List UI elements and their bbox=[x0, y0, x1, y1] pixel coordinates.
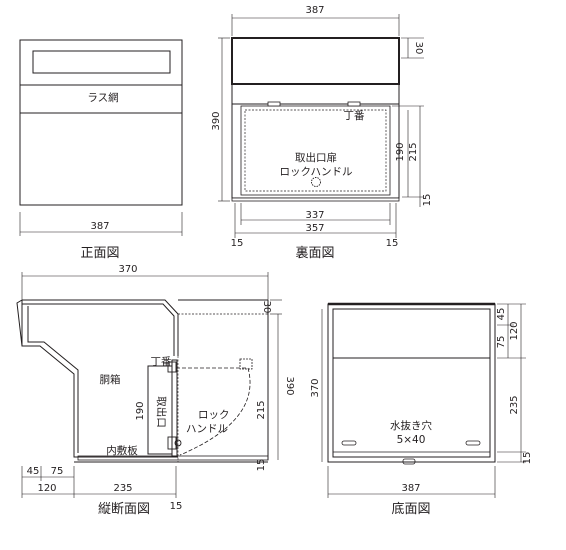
back-dim-215: 215 bbox=[408, 142, 419, 161]
section-door-label: 取出口 bbox=[155, 396, 168, 428]
section-dim-190: 190 bbox=[135, 401, 146, 420]
section-dim-370: 370 bbox=[118, 264, 137, 275]
back-dim-390: 390 bbox=[211, 111, 222, 130]
bottom-view: 水抜き穴 5×40 370 387 75 45 120 235 15 底面図 bbox=[310, 302, 533, 517]
section-dim-45: 45 bbox=[27, 466, 40, 477]
section-dim-215: 215 bbox=[256, 400, 267, 419]
bottom-dim-387: 387 bbox=[401, 483, 420, 494]
back-lid bbox=[231, 37, 400, 85]
back-base-plate bbox=[231, 197, 400, 202]
section-dim-390: 390 bbox=[284, 376, 295, 395]
section-dim-30: 30 bbox=[261, 301, 272, 314]
back-door-label: 取出口扉 bbox=[295, 151, 337, 164]
section-hinge-top bbox=[167, 361, 177, 373]
section-door-open-hinge bbox=[239, 358, 253, 370]
section-view: 370 胴箱 丁番 取出口 ロック ハンドル 内敷板 190 bbox=[16, 264, 295, 517]
bottom-dim-15: 15 bbox=[522, 452, 533, 465]
section-door-frame bbox=[171, 359, 178, 457]
section-dim-120: 120 bbox=[37, 483, 56, 494]
back-hinge-left bbox=[267, 101, 281, 107]
front-view-title: 正面図 bbox=[80, 246, 119, 261]
bottom-drain-size: 5×40 bbox=[397, 434, 426, 446]
section-floor-label: 内敷板 bbox=[106, 444, 138, 457]
back-dim-15-left: 15 bbox=[231, 238, 244, 249]
section-handle-box bbox=[167, 436, 177, 450]
section-dim-235: 235 bbox=[113, 483, 132, 494]
bottom-inner-outline bbox=[332, 308, 491, 458]
section-body-inner-profile bbox=[27, 306, 79, 453]
back-view-title: 裏面図 bbox=[295, 246, 334, 261]
bottom-dim-75: 75 bbox=[496, 336, 507, 349]
bottom-dim-370: 370 bbox=[310, 378, 321, 397]
section-lid-front-lip bbox=[16, 299, 23, 347]
section-body-front-profile bbox=[21, 300, 178, 458]
front-mesh-label: ラス網 bbox=[87, 91, 118, 104]
section-lid bbox=[22, 299, 179, 356]
front-dim-width: 387 bbox=[90, 221, 109, 232]
back-handle-label: ロックハンドル bbox=[280, 166, 353, 178]
bottom-dim-235: 235 bbox=[509, 395, 520, 414]
back-dim-15-right: 15 bbox=[386, 238, 399, 249]
front-lid bbox=[19, 39, 183, 86]
section-hinge-label: 丁番 bbox=[151, 356, 172, 368]
bottom-dim-45: 45 bbox=[496, 308, 507, 321]
bottom-drain-slot-center bbox=[402, 458, 416, 465]
front-view: ラス網 387 正面図 bbox=[19, 39, 183, 261]
section-view-title: 縦断面図 bbox=[98, 502, 150, 517]
back-dim-top: 387 bbox=[305, 5, 324, 16]
front-mail-slot bbox=[32, 50, 171, 74]
back-dim-357: 357 bbox=[305, 223, 324, 234]
back-hinge-right bbox=[347, 101, 361, 107]
back-dim-30: 30 bbox=[413, 42, 424, 55]
section-handle-label-1: ロック bbox=[198, 409, 230, 421]
bottom-drain-label: 水抜き穴 bbox=[390, 419, 432, 432]
back-dim-190: 190 bbox=[395, 142, 406, 161]
back-dim-15-side: 15 bbox=[422, 194, 433, 207]
front-body-outline bbox=[19, 39, 183, 206]
section-handle-label-2: ハンドル bbox=[186, 423, 228, 435]
bottom-view-title: 底面図 bbox=[391, 501, 430, 517]
section-dim-15-right: 15 bbox=[256, 459, 267, 472]
back-body bbox=[231, 83, 400, 199]
section-dim-75: 75 bbox=[51, 466, 64, 477]
section-door-swing-arc bbox=[179, 367, 251, 456]
back-view: 387 丁番 取出口扉 ロックハンドル 337 357 15 15 3 bbox=[211, 5, 433, 261]
section-dim-15-bottom: 15 bbox=[170, 501, 183, 512]
bottom-drain-slot-right bbox=[465, 440, 481, 446]
back-door bbox=[240, 105, 391, 196]
bottom-dim-120: 120 bbox=[509, 321, 520, 340]
back-lock-handle-icon bbox=[311, 177, 321, 187]
back-dim-337: 337 bbox=[305, 210, 324, 221]
section-body-label: 胴箱 bbox=[100, 373, 121, 386]
back-hinge-label: 丁番 bbox=[344, 110, 365, 122]
bottom-drain-slot-left bbox=[341, 440, 357, 446]
back-door-inner bbox=[244, 109, 387, 192]
